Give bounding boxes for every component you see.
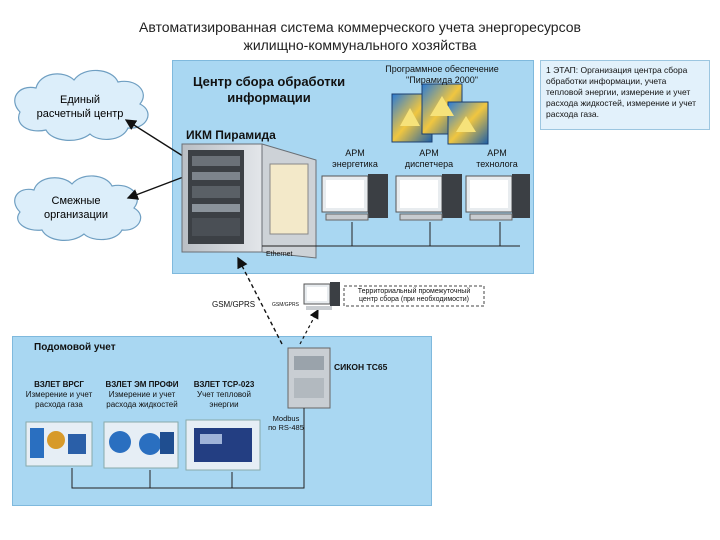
house-title: Подомовой учет — [34, 342, 116, 353]
title-line-2: жилищно-коммунального хозяйства — [243, 37, 477, 53]
cloud-settlement-center — [14, 69, 149, 141]
ethernet-label: Ethernet — [266, 251, 293, 258]
workstation-energetic-line1: АРМ — [345, 148, 365, 158]
meter-liquid-name: ВЗЛЕТ ЭМ ПРОФИ — [105, 380, 179, 389]
cloud-settlement-line1: Единый — [60, 94, 100, 106]
meter-liquid-label: ВЗЛЕТ ЭМ ПРОФИ Измерение и учет расхода … — [96, 380, 188, 410]
arrow-to-related — [126, 175, 187, 200]
software-label-line2: "Пирамида 2000" — [406, 75, 478, 85]
sikon-device — [287, 347, 331, 409]
workstation-technologist-label: АРМ технолога — [462, 148, 532, 170]
modbus-label: Modbus по RS-485 — [266, 414, 306, 432]
software-label-line1: Программное обеспечение — [385, 64, 499, 74]
meter-heat-name: ВЗЛЕТ ТСР-023 — [193, 380, 255, 389]
gsm-label: GSM/GPRS — [212, 300, 256, 309]
sikon-label: СИКОН ТС65 — [334, 362, 388, 372]
workstation-dispatcher — [395, 174, 462, 221]
workstation-technologist — [465, 174, 530, 221]
workstation-energetic-label: АРМ энергетика — [320, 148, 390, 170]
meter-gas-name: ВЗЛЕТ ВРСГ — [34, 380, 84, 389]
territorial-pc — [303, 282, 340, 310]
ethernet-bus — [262, 222, 520, 247]
meter-gas-desc2: расхода газа — [35, 400, 83, 409]
modbus-line1: Modbus — [272, 414, 300, 423]
territorial-label: Территориальный промежуточный центр сбор… — [346, 288, 482, 304]
workstation-energetic — [321, 174, 388, 221]
ikm-label: ИКМ Пирамида — [186, 128, 276, 142]
territorial-line2: центр сбора (при необходимости) — [359, 296, 469, 303]
cloud-related-orgs — [14, 175, 142, 241]
workstation-dispatcher-label: АРМ диспетчера — [394, 148, 464, 170]
meter-liquid-desc2: расхода жидкостей — [106, 400, 178, 409]
software-label: Программное обеспечение "Пирамида 2000" — [372, 64, 512, 86]
meter-liquid-image — [103, 421, 179, 469]
workstation-technologist-line2: технолога — [476, 159, 518, 169]
cloud-settlement-line2: расчетный центр — [37, 108, 124, 120]
center-title: Центр сбора обработки информации — [176, 74, 362, 106]
rs485-bus — [71, 408, 305, 489]
meter-gas-image — [25, 421, 93, 467]
gsm-link-dashed — [237, 256, 283, 345]
territorial-line1: Территориальный промежуточный — [357, 288, 471, 295]
workstation-technologist-line1: АРМ — [487, 148, 507, 158]
arrow-to-settlement — [124, 119, 187, 159]
cloud-related-line1: Смежные — [52, 195, 101, 207]
title-line-1: Автоматизированная система коммерческого… — [139, 19, 581, 35]
territorial-link-dashed — [299, 308, 319, 345]
meter-heat-desc1: Учет тепловой — [197, 390, 251, 399]
diagram-title: Автоматизированная система коммерческого… — [0, 18, 720, 54]
workstation-energetic-line2: энергетика — [332, 159, 378, 169]
meter-heat-image — [185, 419, 261, 471]
stage-note: 1 ЭТАП: Организация центра сбора обработ… — [540, 60, 710, 130]
center-title-line2: информации — [227, 90, 311, 105]
gsm-small-label: GSM/GPRS — [272, 302, 299, 308]
meter-gas-desc1: Измерение и учет — [25, 390, 93, 399]
ikm-cabinet — [181, 143, 317, 259]
center-title-line1: Центр сбора обработки — [192, 74, 346, 89]
meter-heat-desc2: энергии — [209, 400, 239, 409]
cloud-related-line2: организации — [44, 209, 108, 221]
workstation-dispatcher-line2: диспетчера — [404, 159, 454, 169]
meter-heat-label: ВЗЛЕТ ТСР-023 Учет тепловой энергии — [182, 380, 266, 410]
modbus-line2: по RS-485 — [268, 423, 304, 432]
workstation-dispatcher-line1: АРМ — [419, 148, 439, 158]
meter-gas-label: ВЗЛЕТ ВРСГ Измерение и учет расхода газа — [14, 380, 104, 410]
meter-liquid-desc1: Измерение и учет — [108, 390, 176, 399]
software-boxes-image — [391, 83, 489, 145]
territorial-box — [343, 285, 485, 307]
